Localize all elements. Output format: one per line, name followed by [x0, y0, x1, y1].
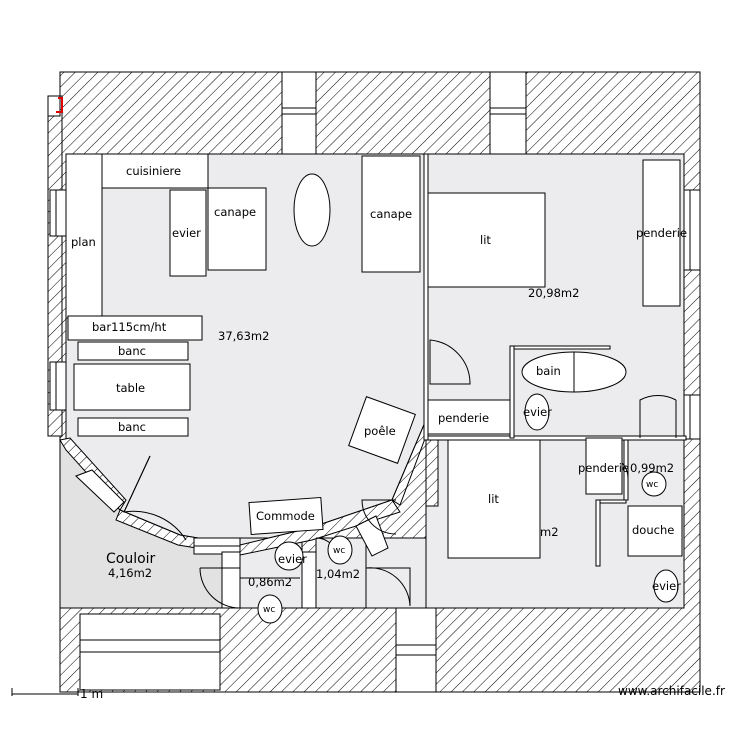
label-penderie-small: penderie	[578, 461, 629, 475]
label-wc-right: wc	[333, 546, 345, 556]
area-bath-partial: 0,99m2	[630, 461, 674, 475]
area-wc2: 1,04m2	[316, 567, 360, 581]
label-canape-right: canape	[370, 207, 412, 221]
scale-label: 1 m	[80, 687, 103, 701]
area-bedroom: 20,98m2	[528, 286, 579, 300]
label-lit-bottom: lit	[488, 492, 499, 506]
watermark[interactable]: www.archifacile.fr	[618, 684, 725, 698]
red-marker	[56, 97, 63, 113]
label-evier-shower: evier	[652, 579, 681, 593]
label-poele: poêle	[364, 424, 396, 438]
label-wc-bath: wc	[646, 480, 658, 490]
scale-bar: 1 m	[11, 687, 103, 701]
area-corridor: 4,16m2	[108, 566, 152, 580]
corridor-name: Couloir	[106, 551, 156, 567]
label-evier-kitchen: evier	[172, 226, 201, 240]
label-wc-left: wc	[263, 605, 275, 615]
label-commode: Commode	[256, 509, 315, 523]
area-living: 37,63m2	[218, 329, 269, 343]
label-douche: douche	[632, 523, 674, 537]
label-penderie-mid: penderie	[438, 411, 489, 425]
label-banc-bottom: banc	[118, 420, 146, 434]
label-bain: bain	[536, 364, 561, 378]
area-bedroom2-partial: m2	[540, 525, 559, 539]
label-evier-bath: evier	[523, 405, 552, 419]
label-banc-top: banc	[118, 344, 146, 358]
label-cuisiniere: cuisiniere	[126, 164, 181, 178]
label-penderie-right: penderie	[636, 226, 687, 240]
area-wc1: 0,86m2	[248, 575, 292, 589]
furniture-shapes	[65, 153, 683, 624]
interior-walls	[221, 153, 687, 609]
label-lit-top: lit	[480, 233, 491, 247]
windows	[47, 71, 701, 656]
label-plan: plan	[71, 235, 96, 249]
label-bar: bar115cm/ht	[92, 320, 167, 334]
label-table: table	[116, 381, 145, 395]
label-evier-wc: evier	[278, 552, 307, 566]
label-canape-left: canape	[214, 205, 256, 219]
room-labels: 37,63m2 20,98m2 m2 0,99m2 Couloir 4,16m2…	[106, 286, 674, 589]
furniture-labels: cuisiniere plan evier canape canape bar1…	[71, 164, 687, 615]
